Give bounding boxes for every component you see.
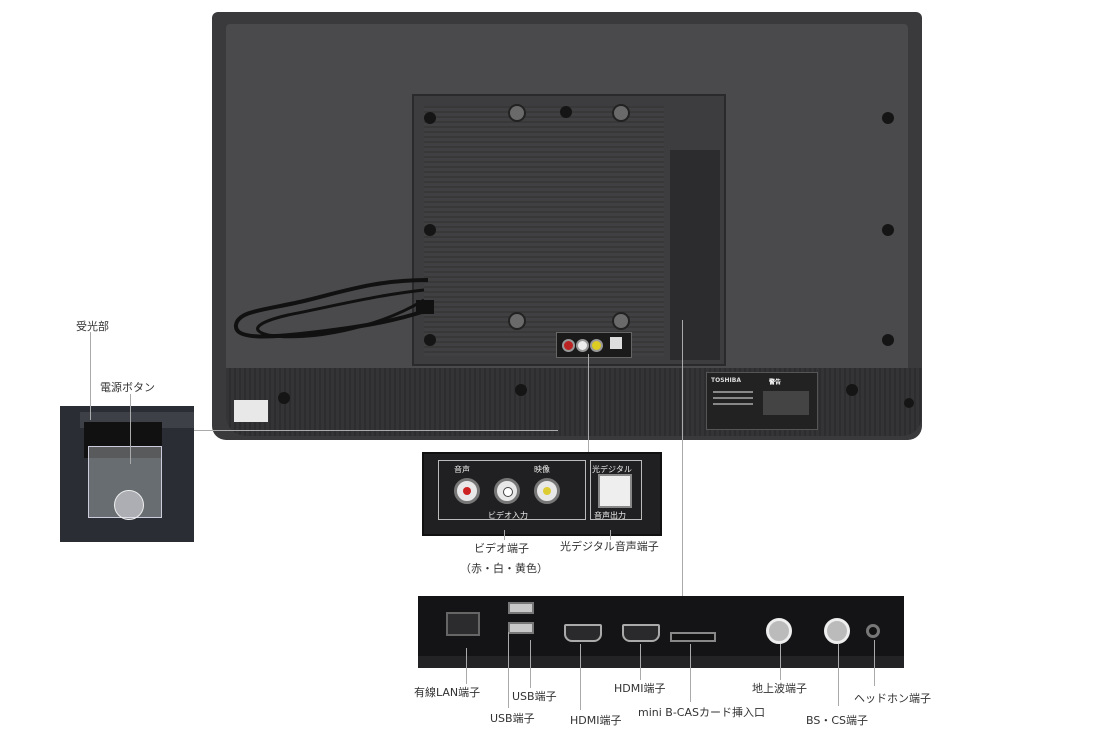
optical-audio-label: 光デジタル音声端子 xyxy=(560,540,659,553)
receiver-label: 受光部 xyxy=(76,320,109,333)
brand-text: TOSHIBA xyxy=(711,377,741,384)
vesa-screw xyxy=(508,312,526,330)
audio-out-text: 音声出力 xyxy=(594,511,626,520)
pointer-line xyxy=(690,644,691,702)
lan-port xyxy=(446,612,480,636)
screw-hole xyxy=(882,224,894,236)
optical-text: 光デジタル xyxy=(592,465,632,474)
rear-optical-port xyxy=(610,337,622,349)
bs-cs-antenna-port xyxy=(824,618,850,644)
serial-sticker xyxy=(234,400,268,422)
rca-yellow-jack xyxy=(534,478,560,504)
power-button-label: 電源ボタン xyxy=(100,381,155,394)
pointer-line xyxy=(530,640,531,688)
pointer-line xyxy=(130,394,131,464)
video-in-text: ビデオ入力 xyxy=(488,511,528,520)
pointer-line xyxy=(838,644,839,706)
pointer-line xyxy=(504,530,505,540)
hdmi-port-2 xyxy=(622,624,660,642)
vesa-screw xyxy=(612,104,630,122)
rca-white-jack xyxy=(494,478,520,504)
pointer-line xyxy=(90,332,91,420)
bcas-label: mini B-CASカード挿入口 xyxy=(638,706,765,719)
bottom-ports-edge xyxy=(418,656,904,668)
side-terminal-strip xyxy=(670,150,720,360)
screw-hole xyxy=(882,112,894,124)
screw-hole xyxy=(560,106,572,118)
audio-text: 音声 xyxy=(454,465,470,474)
bottom-ports-closeup xyxy=(418,596,904,666)
power-cord xyxy=(234,278,434,339)
bs-cs-label: BS・CS端子 xyxy=(806,714,868,727)
pointer-line xyxy=(780,644,781,680)
rca-red-jack xyxy=(454,478,480,504)
screw-hole xyxy=(424,112,436,124)
pointer-line xyxy=(588,354,589,454)
usb-label-2: USB端子 xyxy=(490,712,535,725)
screw-hole xyxy=(424,334,436,346)
warning-text: 警告 xyxy=(769,379,782,386)
video-colors-label: （赤・白・黄色） xyxy=(460,562,548,575)
pointer-line xyxy=(874,640,875,686)
rear-jack-white xyxy=(576,339,589,352)
pointer-line xyxy=(466,648,467,684)
usb-port-upper xyxy=(508,602,534,614)
sensor-closeup xyxy=(60,406,194,542)
vesa-screw xyxy=(508,104,526,122)
screw-hole xyxy=(515,384,527,396)
screw-hole xyxy=(904,398,914,408)
video-text: 映像 xyxy=(534,465,550,474)
hdmi-port-1 xyxy=(564,624,602,642)
headphone-jack xyxy=(866,624,880,638)
video-terminal-label: ビデオ端子 xyxy=(474,542,529,555)
lan-label: 有線LAN端子 xyxy=(414,686,481,699)
pointer-line xyxy=(580,644,581,710)
terrestrial-label: 地上波端子 xyxy=(752,682,807,695)
pointer-line xyxy=(682,320,683,598)
screw-hole xyxy=(424,224,436,236)
vesa-screw xyxy=(612,312,630,330)
rear-jack-yellow xyxy=(590,339,603,352)
bcas-slot xyxy=(670,632,716,642)
rating-label-plate: TOSHIBA 警告 xyxy=(706,372,818,430)
screw-hole xyxy=(846,384,858,396)
optical-port xyxy=(598,474,632,508)
usb-label-1: USB端子 xyxy=(512,690,557,703)
pointer-line xyxy=(508,632,509,708)
av-input-closeup: 音声 映像 ビデオ入力 光デジタル 音声出力 xyxy=(422,452,662,536)
usb-port-lower xyxy=(508,622,534,634)
screw-hole xyxy=(882,334,894,346)
headphone-label: ヘッドホン端子 xyxy=(854,692,931,705)
hdmi-label-2: HDMI端子 xyxy=(570,714,622,727)
rear-jack-red xyxy=(562,339,575,352)
pointer-line xyxy=(640,644,641,680)
hdmi-label-1: HDMI端子 xyxy=(614,682,666,695)
pointer-line xyxy=(194,430,558,431)
pointer-line xyxy=(610,530,611,540)
terrestrial-antenna-port xyxy=(766,618,792,644)
screw-hole xyxy=(278,392,290,404)
